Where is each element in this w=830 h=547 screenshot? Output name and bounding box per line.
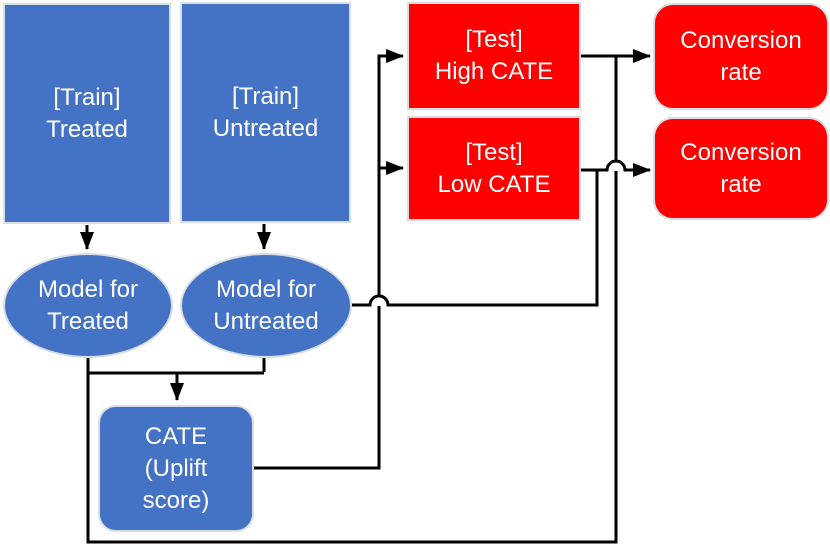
- node-train-treated-label: [Train] Treated: [46, 83, 128, 143]
- node-conversion-rate-top: Conversion rate: [653, 3, 829, 110]
- edge-model-treated-feedback-bottom: [86, 171, 618, 544]
- node-conversion-rate-bottom-label: Conversion rate: [680, 138, 802, 198]
- node-model-for-untreated-label: Model for Untreated: [213, 275, 319, 335]
- node-conversion-rate-bottom: Conversion rate: [653, 117, 829, 220]
- edge-cate-up-upper-to-test-high: [377, 49, 404, 295]
- edge-test-low-to-conversion-bottom: [581, 159, 651, 177]
- node-test-low-cate: [Test] Low CATE: [407, 116, 581, 221]
- node-train-untreated-label: [Train] Untreated: [212, 82, 319, 142]
- node-model-for-treated: Model for Treated: [3, 253, 173, 358]
- edge-cate-up-lower: [253, 306, 381, 470]
- node-train-treated: [Train] Treated: [3, 3, 171, 224]
- node-model-for-treated-label: Model for Treated: [37, 275, 139, 335]
- node-cate-uplift-score: CATE (Uplift score): [98, 405, 254, 532]
- node-model-for-untreated: Model for Untreated: [180, 253, 352, 358]
- node-cate-uplift-score-label: CATE (Uplift score): [142, 422, 210, 514]
- node-test-high-cate: [Test] High CATE: [407, 2, 581, 110]
- node-conversion-rate-top-label: Conversion rate: [680, 26, 802, 86]
- node-test-high-cate-label: [Test] High CATE: [434, 26, 554, 85]
- node-train-untreated: [Train] Untreated: [180, 2, 351, 223]
- edge-model-untreated-join-conversion-bottom: [352, 169, 599, 307]
- node-test-low-cate-label: [Test] Low CATE: [437, 138, 551, 198]
